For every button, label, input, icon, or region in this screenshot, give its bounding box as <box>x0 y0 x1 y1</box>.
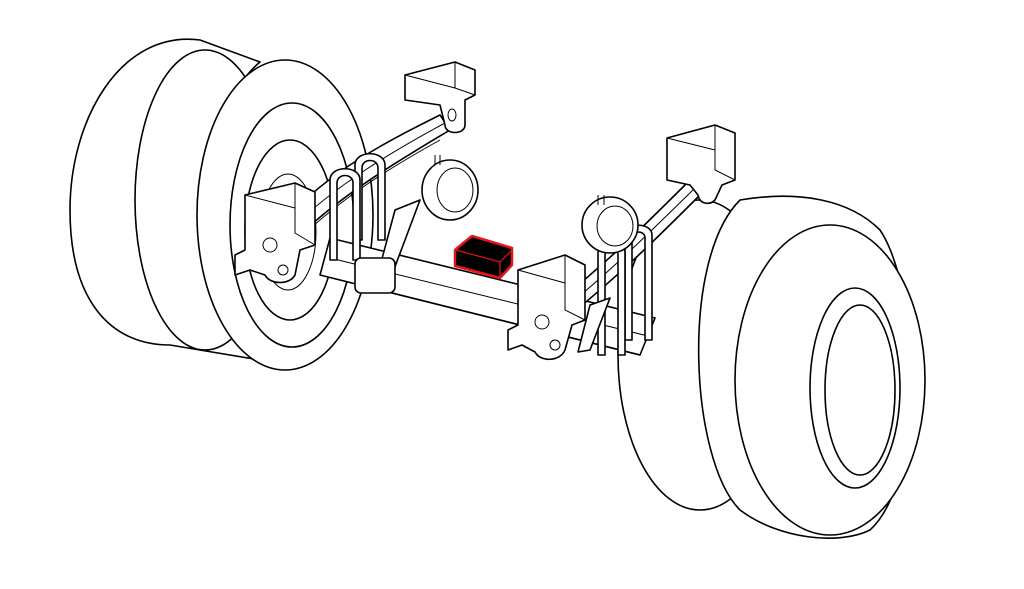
left-front-hanger-bracket <box>234 182 316 284</box>
left-u-bolts <box>329 152 386 261</box>
right-slack-adjuster <box>577 297 611 353</box>
right-wheel <box>617 195 926 539</box>
right-wheel-rim-inner <box>824 304 896 476</box>
left-rear-hanger-bracket <box>404 61 476 134</box>
left-slack-adjuster <box>354 199 421 294</box>
highlighted-axle-block[interactable] <box>453 234 514 280</box>
right-brake-chamber <box>581 195 639 254</box>
right-rear-hanger-bracket <box>666 124 736 205</box>
left-brake-chamber <box>421 155 479 221</box>
right-front-hanger-bracket <box>507 254 586 361</box>
